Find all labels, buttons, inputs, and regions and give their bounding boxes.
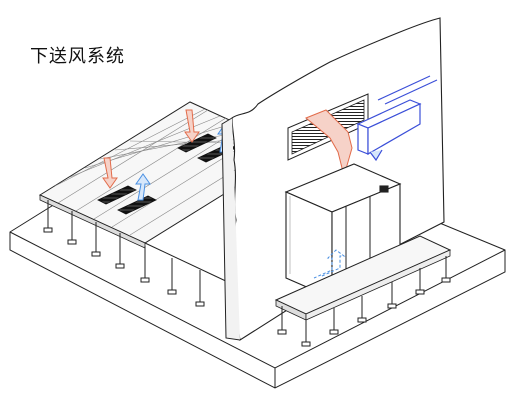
return-air-flow-arrow <box>305 109 353 178</box>
floor-grille-3 <box>177 133 217 153</box>
floor-grille-2 <box>117 195 157 215</box>
supply-air-down-arrow <box>313 249 346 279</box>
supply-duct <box>356 75 438 162</box>
diagram-title: 下送风系统 <box>30 46 125 67</box>
return-air-arrow-1 <box>102 157 118 189</box>
floor-grille-1 <box>97 185 137 205</box>
supply-air-arrow-1 <box>135 173 151 201</box>
raised-floor-right <box>274 235 452 347</box>
return-air-arrow-2 <box>184 109 200 143</box>
